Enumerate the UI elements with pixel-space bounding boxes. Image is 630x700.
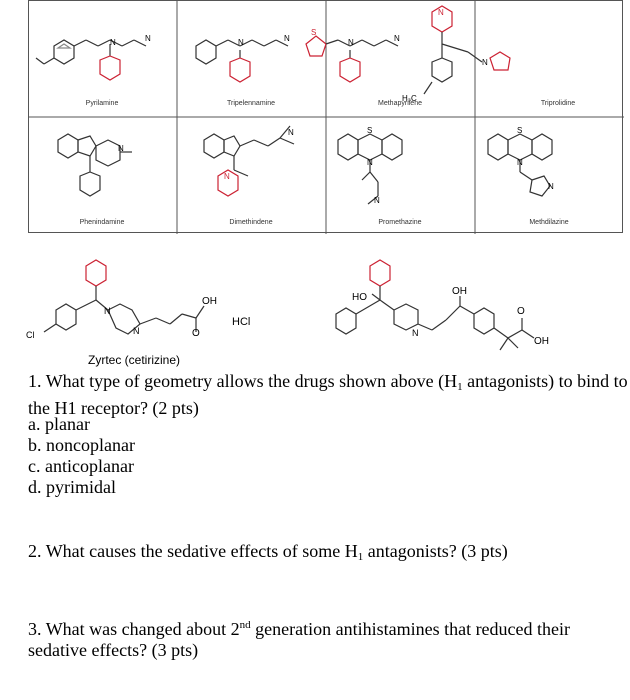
atom-s: S — [311, 28, 317, 37]
atom-n: N — [548, 182, 554, 191]
question-2-text-b: antagonists? (3 pts) — [363, 541, 508, 561]
zyrtec-caption: Zyrtec (cetirizine) — [88, 353, 181, 367]
question-3-text-b: generation antihistamines that reduced t… — [28, 619, 571, 660]
phenindamine-structure — [57, 133, 132, 197]
atom-n: N — [374, 196, 380, 205]
atom-n: N — [438, 8, 444, 17]
atom-n: N — [482, 58, 488, 67]
structure-grid-drawing — [28, 0, 624, 234]
atom-n: N — [118, 144, 124, 153]
drug-name-label: Pyrilamine — [85, 100, 119, 107]
atom-n: N — [284, 34, 290, 43]
atom-h3c: H₃C — [402, 94, 417, 103]
promethazine-structure — [337, 133, 403, 205]
drug-name-label: Phenindamine — [79, 219, 125, 226]
h1-subscript: 1 — [457, 381, 463, 393]
hcl-label: HCl — [232, 316, 251, 328]
question-3-number: 3. — [28, 619, 42, 639]
atom-o: O — [192, 328, 200, 339]
question-2-text-a: What causes the sedative effects of some… — [45, 541, 358, 561]
option-d: d. pyrimidal — [28, 477, 116, 497]
drug-name-label: Methapyrilene — [378, 100, 422, 107]
atom-n: N — [412, 328, 419, 338]
second-generation-structures: Cl N N OH O HCl HO N OH O OH — [0, 234, 630, 364]
option-a: a. planar — [28, 414, 90, 434]
atom-oh: OH — [202, 296, 217, 307]
methdilazine-structure — [487, 133, 553, 197]
question-1-number: 1. — [28, 371, 42, 391]
atom-oh: OH — [452, 286, 467, 297]
dimethindene-structure — [203, 125, 295, 197]
atom-n: N — [224, 172, 230, 181]
drug-name-label: Methdilazine — [529, 219, 569, 226]
question-1-text-b: antagonists) to bind to the H1 receptor?… — [28, 371, 628, 418]
question-3: 3. What was changed about 2nd generation… — [28, 615, 628, 661]
antihistamine-structure-grid: N N N N S N N N H₃C N N N N S N N S N N … — [28, 0, 624, 234]
atom-o: O — [517, 306, 525, 317]
question-2: 2. What causes the sedative effects of s… — [28, 541, 628, 568]
question-2-number: 2. — [28, 541, 42, 561]
atom-n: N — [145, 34, 151, 43]
triprolidine-structure — [423, 5, 511, 95]
tripelennamine-structure — [195, 39, 289, 83]
atom-s: S — [367, 126, 373, 135]
question-3-text-a: What was changed about 2 — [45, 619, 240, 639]
question-1-options: a. planar b. noncoplanar c. anticoplanar… — [28, 414, 628, 498]
atom-n: N — [348, 38, 354, 47]
atom-cl: Cl — [26, 330, 35, 340]
atom-s: S — [517, 126, 523, 135]
question-1: 1. What type of geometry allows the drug… — [28, 371, 628, 419]
option-b: b. noncoplanar — [28, 435, 135, 455]
second-gen-structures-drawing — [43, 259, 535, 351]
atom-n: N — [104, 306, 111, 316]
atom-n: N — [110, 38, 116, 47]
atom-n: N — [517, 158, 523, 167]
drug-name-label: Promethazine — [378, 219, 422, 226]
atom-n: N — [238, 38, 244, 47]
methapyrilene-structure — [305, 35, 399, 83]
option-c: c. anticoplanar — [28, 456, 134, 476]
atom-n: N — [394, 34, 400, 43]
atom-n: N — [288, 128, 294, 137]
h1-subscript: 1 — [357, 551, 364, 563]
atom-n: N — [133, 326, 140, 336]
drug-name-label: Tripelennamine — [227, 100, 275, 107]
pyrilamine-structure — [35, 39, 147, 81]
question-1-text-a: What type of geometry allows the drugs s… — [45, 371, 458, 391]
drug-name-label: Dimethindene — [229, 219, 273, 226]
atom-n: N — [367, 158, 373, 167]
atom-ho: HO — [352, 292, 367, 303]
drug-name-label: Triprolidine — [540, 100, 576, 107]
nd-superscript: nd — [239, 619, 251, 631]
atom-oh: OH — [534, 336, 549, 347]
